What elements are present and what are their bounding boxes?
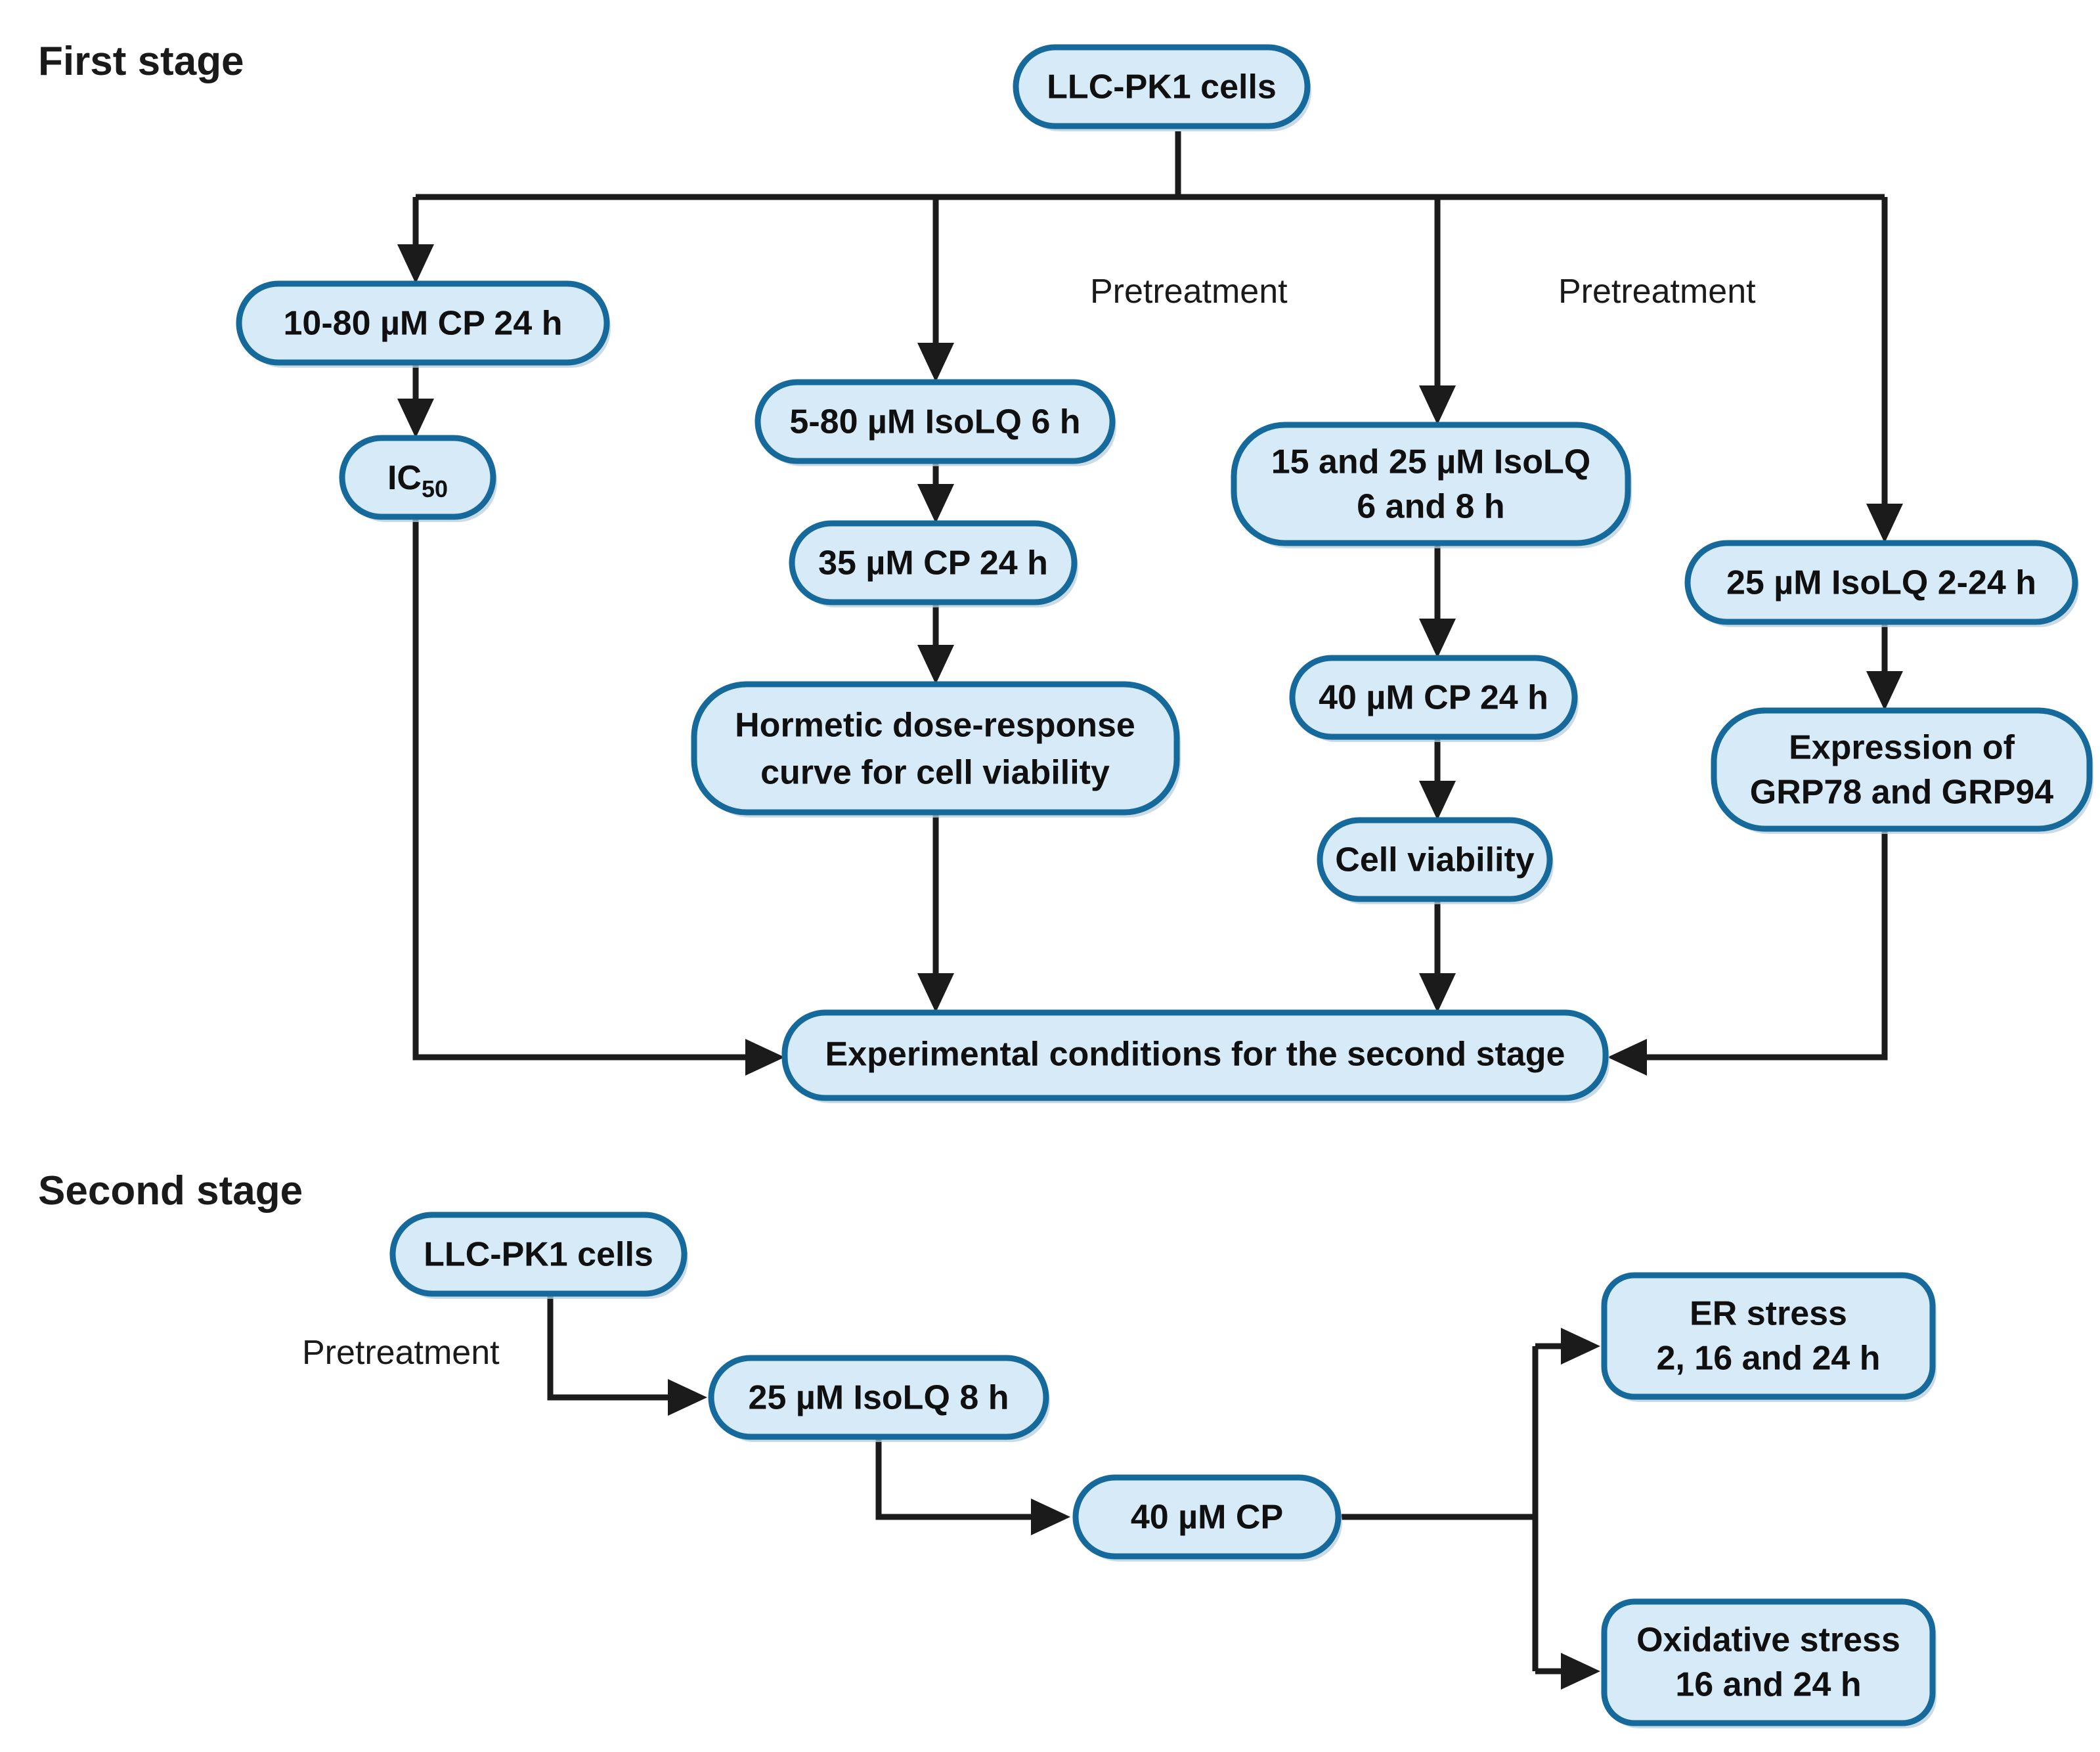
node-label: 5-80 µM IsoLQ 6 h [789,403,1080,441]
node-label: Experimental conditions for the second s… [825,1036,1565,1074]
node-label: 40 µM CP [1131,1499,1283,1537]
node-label: LLC-PK1 cells [1047,68,1277,106]
node-label: 40 µM CP 24 h [1319,679,1548,717]
node-isolq-15-25[interactable]: 15 and 25 µM IsoLQ 6 and 8 h [1231,422,1632,548]
node-er-stress[interactable]: ER stress 2, 16 and 24 h [1601,1272,1936,1402]
node-cp-35[interactable]: 35 µM CP 24 h [789,520,1078,607]
node-cell-viability[interactable]: Cell viability [1317,817,1554,904]
edge-label-pretreatment-1: Pretreatment [1090,273,1288,311]
node-label: 35 µM CP 24 h [818,544,1048,582]
node-isolq-2-24[interactable]: 25 µM IsoLQ 2-24 h [1684,540,2079,627]
node-label: 10-80 µM CP 24 h [284,305,563,343]
node-label-line2: GRP78 and GRP94 [1750,774,2053,812]
node-isolq-8h[interactable]: 25 µM IsoLQ 8 h [708,1355,1050,1442]
connector-group-first-stage [397,131,1903,1076]
node-label: 25 µM IsoLQ 2-24 h [1726,564,2036,602]
node-cp-40-second-stage[interactable]: 40 µM CP [1072,1474,1342,1562]
node-llc-pk1-cells-first-stage[interactable]: LLC-PK1 cells [1013,44,1311,131]
node-cp-40-first-stage[interactable]: 40 µM CP 24 h [1289,655,1579,742]
node-label: IC50 [387,459,448,502]
node-label-line1: 15 and 25 µM IsoLQ [1271,443,1591,481]
node-label-line1: Oxidative stress [1636,1621,1900,1659]
node-label: Cell viability [1335,841,1535,879]
node-label-line2: 2, 16 and 24 h [1656,1340,1880,1378]
edge-label-pretreatment-3: Pretreatment [302,1334,500,1372]
node-isolq-5-80[interactable]: 5-80 µM IsoLQ 6 h [755,379,1116,466]
node-label-line1: ER stress [1690,1295,1847,1333]
node-label-line2: 6 and 8 h [1357,488,1504,526]
node-ic50[interactable]: IC50 [339,435,497,522]
node-label: LLC-PK1 cells [424,1236,653,1274]
node-cp-10-80[interactable]: 10-80 µM CP 24 h [236,280,611,368]
node-label-line2: curve for cell viability [760,754,1110,792]
node-grp-expression[interactable]: Expression of GRP78 and GRP94 [1711,707,2093,834]
stage-title-first: First stage [38,39,244,84]
stage-title-second: Second stage [38,1168,303,1214]
node-oxidative-stress[interactable]: Oxidative stress 16 and 24 h [1601,1598,1936,1728]
node-label-line1: Hormetic dose-response [735,707,1135,745]
node-experimental-conditions[interactable]: Experimental conditions for the second s… [781,1009,1609,1103]
node-label-line1: Expression of [1789,729,2015,767]
node-hormetic-curve[interactable]: Hormetic dose-response curve for cell vi… [691,681,1181,818]
node-label: 25 µM IsoLQ 8 h [749,1379,1009,1417]
node-llc-pk1-cells-second-stage[interactable]: LLC-PK1 cells [389,1212,688,1299]
connector-group-second-stage [547,1292,1600,1690]
edge-label-pretreatment-2: Pretreatment [1558,273,1756,311]
node-label-line2: 16 and 24 h [1675,1666,1861,1704]
